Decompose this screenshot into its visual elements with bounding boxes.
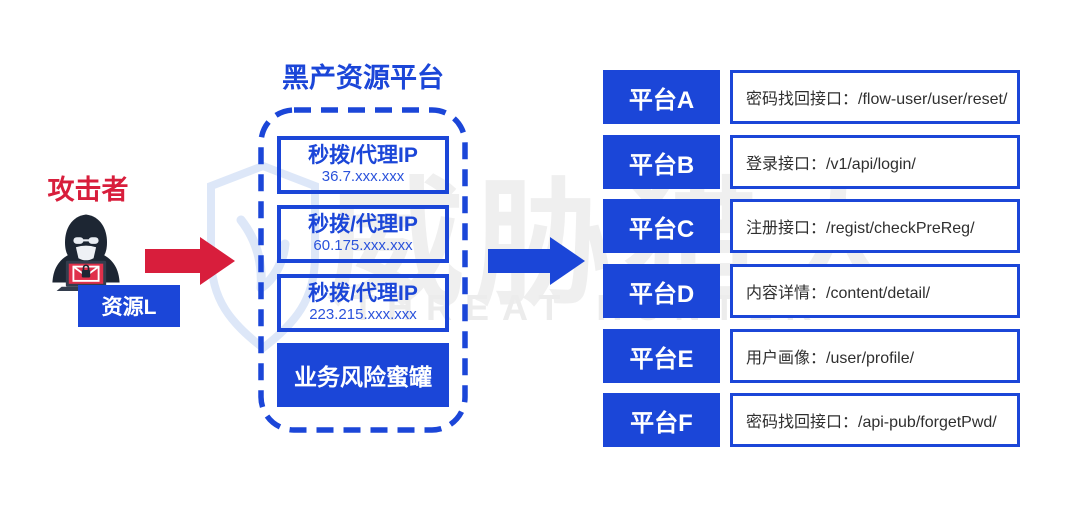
honeypot-label: 业务风险蜜罐 bbox=[294, 364, 432, 390]
proxy-node: 秒拨/代理IP 36.7.xxx.xxx bbox=[277, 136, 449, 194]
honeypot-box: 业务风险蜜罐 bbox=[277, 343, 449, 407]
arrow-right-blue-icon bbox=[488, 237, 585, 285]
platform-endpoint: 密码找回接口：/api-pub/forgetPwd/ bbox=[730, 393, 1020, 447]
proxy-label: 秒拨/代理IP bbox=[308, 144, 418, 168]
platform-name-badge: 平台F bbox=[603, 393, 720, 447]
hacker-icon bbox=[52, 214, 120, 291]
platform-name-badge: 平台D bbox=[603, 264, 720, 318]
platform-name-badge: 平台A bbox=[603, 70, 720, 124]
proxy-node: 秒拨/代理IP 223.215.xxx.xxx bbox=[277, 274, 449, 332]
platform-name-badge: 平台B bbox=[603, 135, 720, 189]
platform-endpoint: 内容详情：/content/detail/ bbox=[730, 264, 1020, 318]
hub-title: 黑产资源平台 bbox=[282, 63, 444, 93]
proxy-ip: 60.175.xxx.xxx bbox=[313, 236, 413, 254]
platform-endpoint: 用户画像：/user/profile/ bbox=[730, 329, 1020, 383]
resource-l-label: 资源L bbox=[101, 296, 157, 319]
proxy-ip: 36.7.xxx.xxx bbox=[321, 167, 405, 185]
platform-name-badge: 平台E bbox=[603, 329, 720, 383]
platform-endpoint: 密码找回接口：/flow-user/user/reset/ bbox=[730, 70, 1020, 124]
platform-endpoint: 登录接口：/v1/api/login/ bbox=[730, 135, 1020, 189]
proxy-label: 秒拨/代理IP bbox=[308, 282, 418, 306]
platform-endpoint: 注册接口：/regist/checkPreReg/ bbox=[730, 199, 1020, 253]
attacker-label: 攻击者 bbox=[47, 175, 129, 205]
resource-l-box: 资源L bbox=[78, 285, 180, 327]
proxy-node: 秒拨/代理IP 60.175.xxx.xxx bbox=[277, 205, 449, 263]
proxy-ip: 223.215.xxx.xxx bbox=[309, 305, 417, 323]
proxy-label: 秒拨/代理IP bbox=[308, 213, 418, 237]
arrow-right-red-icon bbox=[145, 237, 235, 285]
hub-container: 秒拨/代理IP 36.7.xxx.xxx 秒拨/代理IP 60.175.xxx.… bbox=[258, 107, 468, 433]
platform-name-badge: 平台C bbox=[603, 199, 720, 253]
